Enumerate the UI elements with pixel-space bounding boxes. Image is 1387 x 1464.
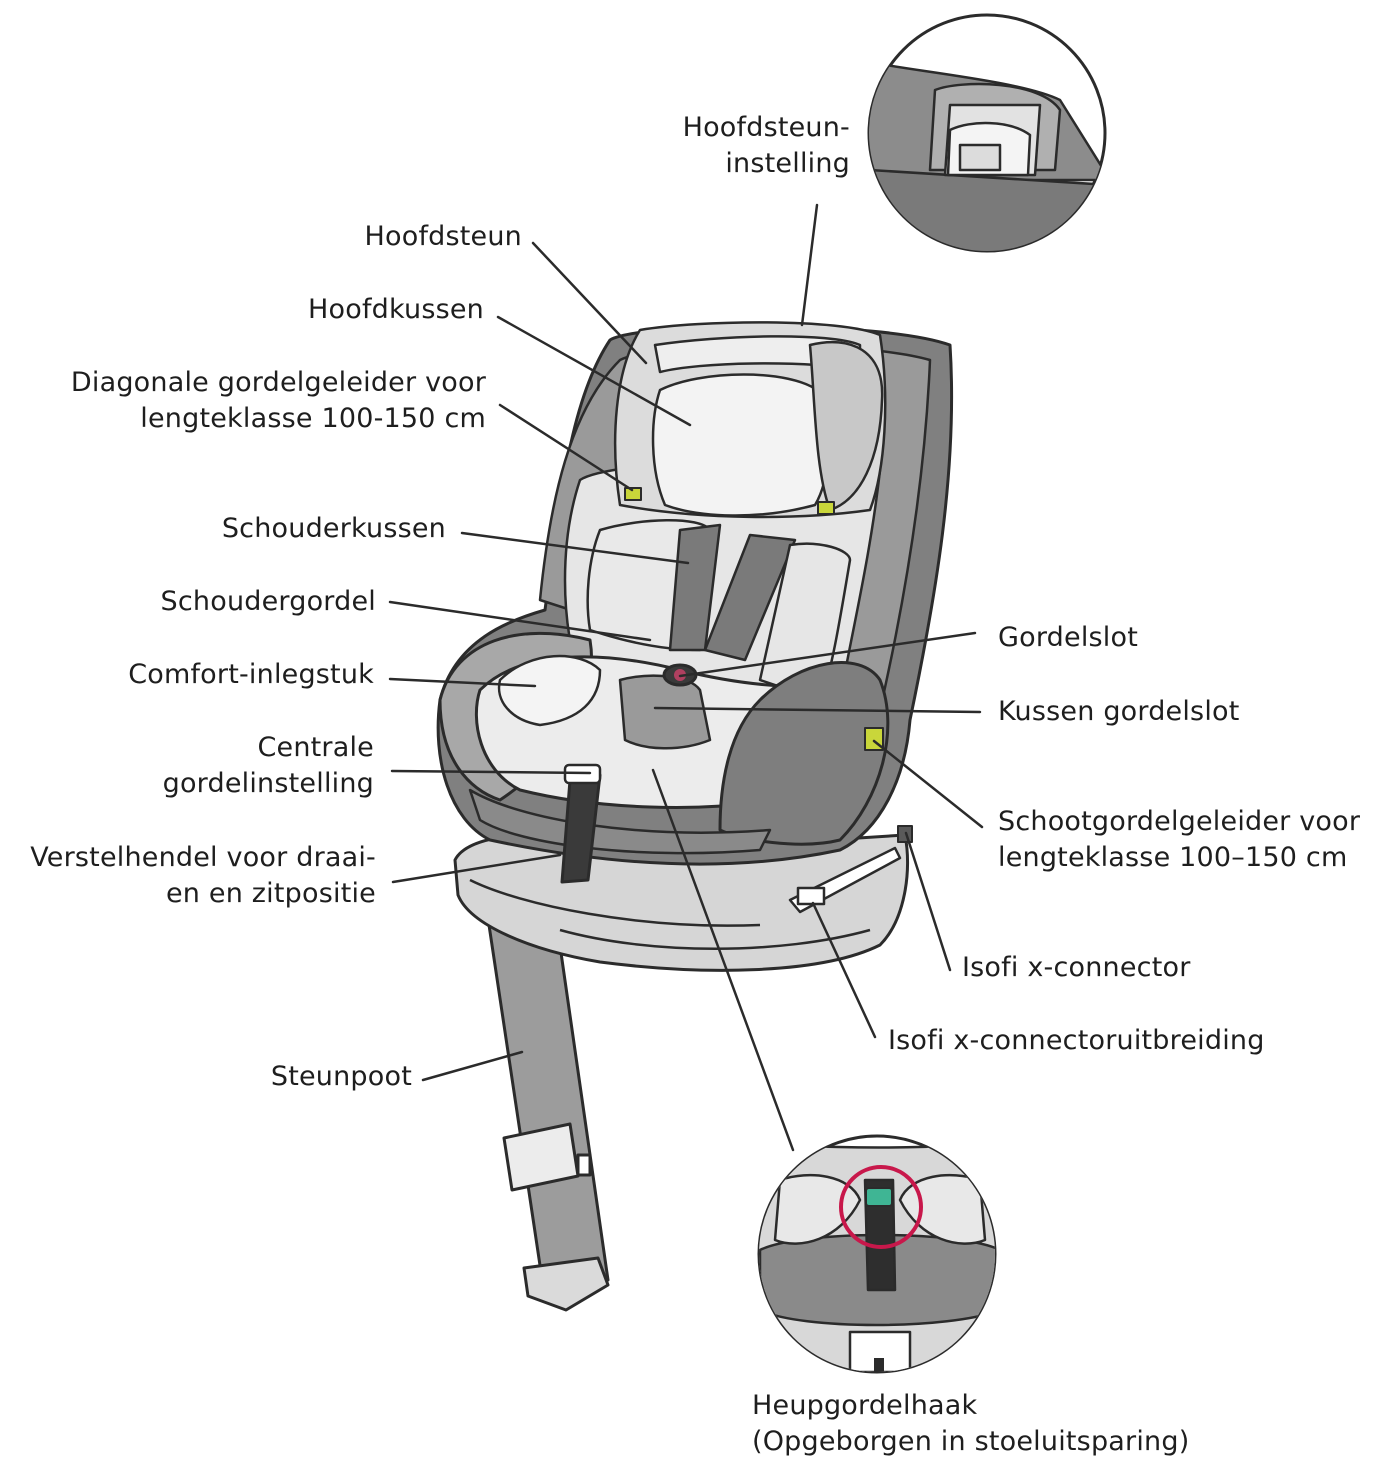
label-isofix-uitbreiding: Isofi x-connectoruitbreiding xyxy=(888,1025,1265,1056)
label-schouderkussen: Schouderkussen xyxy=(221,513,446,544)
label-kussen-gordelslot: Kussen gordelslot xyxy=(998,696,1240,727)
label-hoofdsteun: Hoofdsteun xyxy=(364,221,522,252)
headrest-adjust-detail xyxy=(867,13,1107,253)
label-hoofdkussen: Hoofdkussen xyxy=(308,294,484,325)
label-schootgordelgeleider: Schootgordelgeleider voor lengteklasse 1… xyxy=(998,806,1361,873)
highlight-ring xyxy=(839,1165,923,1249)
support-leg xyxy=(484,888,610,1312)
label-centrale-gordelinstelling: Centrale gordelinstelling xyxy=(162,732,374,799)
hip-belt-hook-detail xyxy=(757,1134,997,1374)
label-steunpoot: Steunpoot xyxy=(270,1061,412,1092)
label-isofix-connector: Isofi x-connector xyxy=(962,952,1191,983)
seat-cushion xyxy=(438,487,913,884)
label-diagonale-gordelgeleider: Diagonale gordelgeleider voor lengteklas… xyxy=(70,367,486,434)
label-comfort-inlegstuk: Comfort-inlegstuk xyxy=(128,659,374,690)
label-verstelhendel: Verstelhendel voor draai- en en zitposit… xyxy=(30,842,376,909)
label-schoudergordel: Schoudergordel xyxy=(160,586,376,617)
label-heupgordelhaak: Heupgordelhaak (Opgeborgen in stoeluitsp… xyxy=(752,1390,1190,1457)
label-hoofdsteun-instelling: Hoofdsteun- instelling xyxy=(682,112,850,179)
label-gordelslot: Gordelslot xyxy=(998,622,1138,653)
leader-lines xyxy=(388,203,984,1152)
